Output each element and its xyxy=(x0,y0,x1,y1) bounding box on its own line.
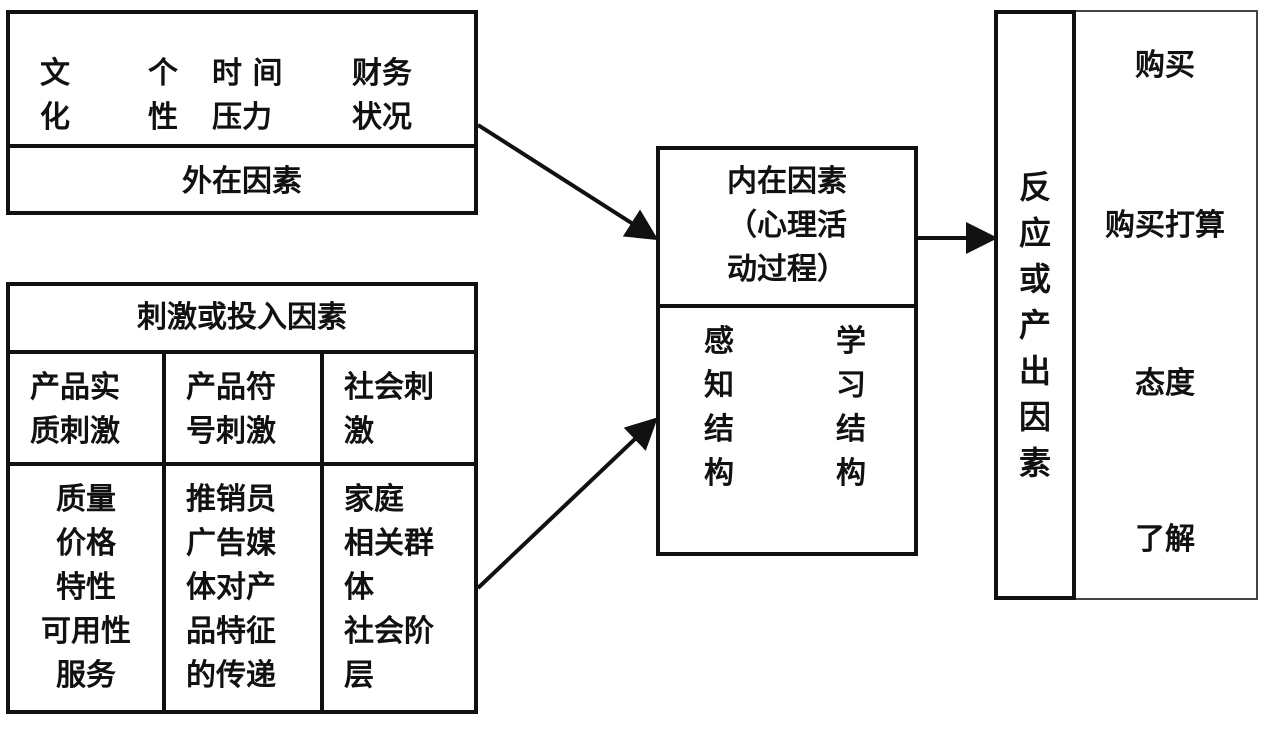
stimulus-col3-items: 家庭 相关群 体 社会阶 层 xyxy=(344,482,434,693)
external-title: 外在因素 xyxy=(182,164,302,199)
response-title: 反 应 或 产 出 因 素 xyxy=(1018,168,1051,482)
stimulus-col3-header: 社会刺激 xyxy=(344,370,434,449)
external-item-personality: 个性 xyxy=(148,56,178,135)
stimulus-divider-1 xyxy=(10,350,474,354)
stimulus-col-divider-2 xyxy=(320,350,324,710)
internal-divider xyxy=(660,304,914,308)
stimulus-col2-items: 推销员 广告媒 体对产 品特征 的传递 xyxy=(186,482,276,693)
external-divider xyxy=(10,144,474,148)
stimulus-col1-items: 质量 价格 特性 可用性 服务 xyxy=(41,482,131,693)
internal-title: 内在因素 （心理活 动过程） xyxy=(727,164,847,287)
stimulus-divider-2 xyxy=(10,462,474,466)
stimulus-title: 刺激或投入因素 xyxy=(137,300,347,335)
response-factors-box: 反 应 或 产 出 因 素 xyxy=(994,10,1076,600)
internal-learning-structure: 学 习 结 构 xyxy=(836,324,866,491)
external-factors-box: 文化 个性 时 间压力 财务状况 外在因素 xyxy=(6,10,478,215)
step-purchase-intent: 购买打算 xyxy=(1105,208,1225,243)
external-item-finance: 财务状况 xyxy=(352,56,412,135)
arrow-external-to-internal xyxy=(476,123,659,241)
external-item-time-pressure: 时 间压力 xyxy=(212,56,283,135)
arrow-stimulus-to-internal xyxy=(476,417,658,590)
step-attitude: 态度 xyxy=(1135,366,1195,401)
external-item-culture: 文化 xyxy=(40,56,70,135)
stimulus-col2-header: 产品符号刺激 xyxy=(186,370,276,449)
stimulus-col-divider-1 xyxy=(162,350,166,710)
stimulus-col1-header: 产品实质刺激 xyxy=(30,370,120,449)
internal-factors-box: 内在因素 （心理活 动过程） 感 知 结 构 学 习 结 构 xyxy=(656,146,918,556)
step-purchase: 购买 xyxy=(1135,48,1195,83)
step-awareness: 了解 xyxy=(1135,522,1195,557)
stimulus-factors-box: 刺激或投入因素 产品实质刺激 产品符号刺激 社会刺激 质量 价格 特性 可用性 … xyxy=(6,282,478,714)
internal-perception-structure: 感 知 结 构 xyxy=(704,324,734,491)
